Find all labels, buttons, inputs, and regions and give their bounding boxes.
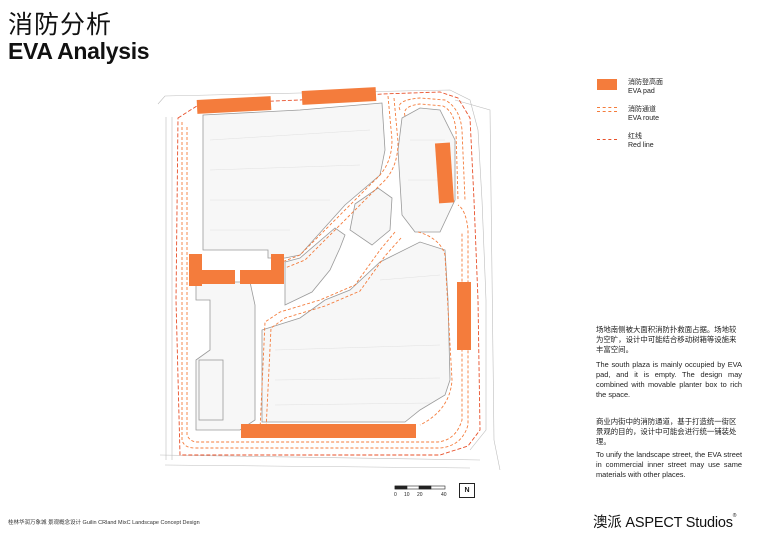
legend-red-line: 红线 Red line — [597, 132, 737, 156]
legend-route-cn: 消防通道 — [628, 106, 656, 113]
eva-pad-north-a — [196, 96, 272, 114]
scale-label-0: 0 — [394, 492, 397, 498]
building-middle — [349, 187, 393, 246]
footer-brand: 澳派 ASPECT Studios® — [593, 511, 736, 532]
legend-redline-swatch — [597, 139, 617, 140]
building-northwest — [202, 102, 386, 259]
page-title-en: EVA Analysis — [8, 38, 150, 64]
scale-label-20: 20 — [417, 492, 423, 498]
eva-pads — [189, 87, 471, 438]
brand-name: 澳派 ASPECT Studios — [593, 515, 733, 531]
legend-pad-swatch — [597, 79, 617, 90]
buildings — [195, 102, 456, 431]
scale-label-10: 10 — [404, 492, 410, 498]
scale-label-40: 40 — [441, 492, 447, 498]
eva-pad-east — [457, 282, 471, 350]
legend-pad-cn: 消防登高面 — [628, 79, 663, 86]
eva-pad-northeast — [434, 142, 455, 204]
eva-pad-north-b — [301, 87, 377, 105]
eva-routes — [181, 95, 469, 449]
building-center — [284, 227, 346, 306]
legend-route-en: EVA route — [628, 115, 660, 122]
legend-eva-pad: 消防登高面 EVA pad — [597, 78, 737, 102]
legend-redline-en: Red line — [628, 142, 654, 149]
note-street-cn: 商业内街中的消防通道，基于打造统一街区景观的目的，设计中可能会进行统一铺装处理。 — [596, 417, 737, 446]
eva-pad-west-b — [190, 270, 235, 284]
plan-texture — [209, 129, 448, 406]
legend-eva-route: 消防通道 EVA route — [597, 105, 737, 129]
note-street-en: To unify the landscape street, the EVA s… — [596, 450, 742, 479]
page-title-cn: 消防分析 — [8, 11, 113, 39]
legend-pad-en: EVA pad — [628, 88, 655, 95]
scale-bar — [394, 485, 446, 490]
legend-redline-cn: 红线 — [628, 133, 642, 140]
brand-mark: ® — [732, 513, 737, 519]
context-lines — [157, 89, 501, 471]
building-west-b — [198, 359, 224, 421]
eva-pad-west-d — [271, 254, 284, 284]
footer-project: 桂林华润万象城 景观概念设计 Guilin CRland MixC Landsc… — [8, 520, 200, 526]
legend-route-swatch — [597, 107, 617, 112]
note-south-cn: 场地南侧被大面积消防扑救面占据。场地较为空旷，设计中可能结合移动树箱等设施来丰富… — [596, 325, 737, 354]
note-south-en: The south plaza is mainly occupied by EV… — [596, 360, 742, 399]
eva-pad-south — [241, 424, 416, 438]
north-arrow-icon: N — [459, 483, 475, 498]
